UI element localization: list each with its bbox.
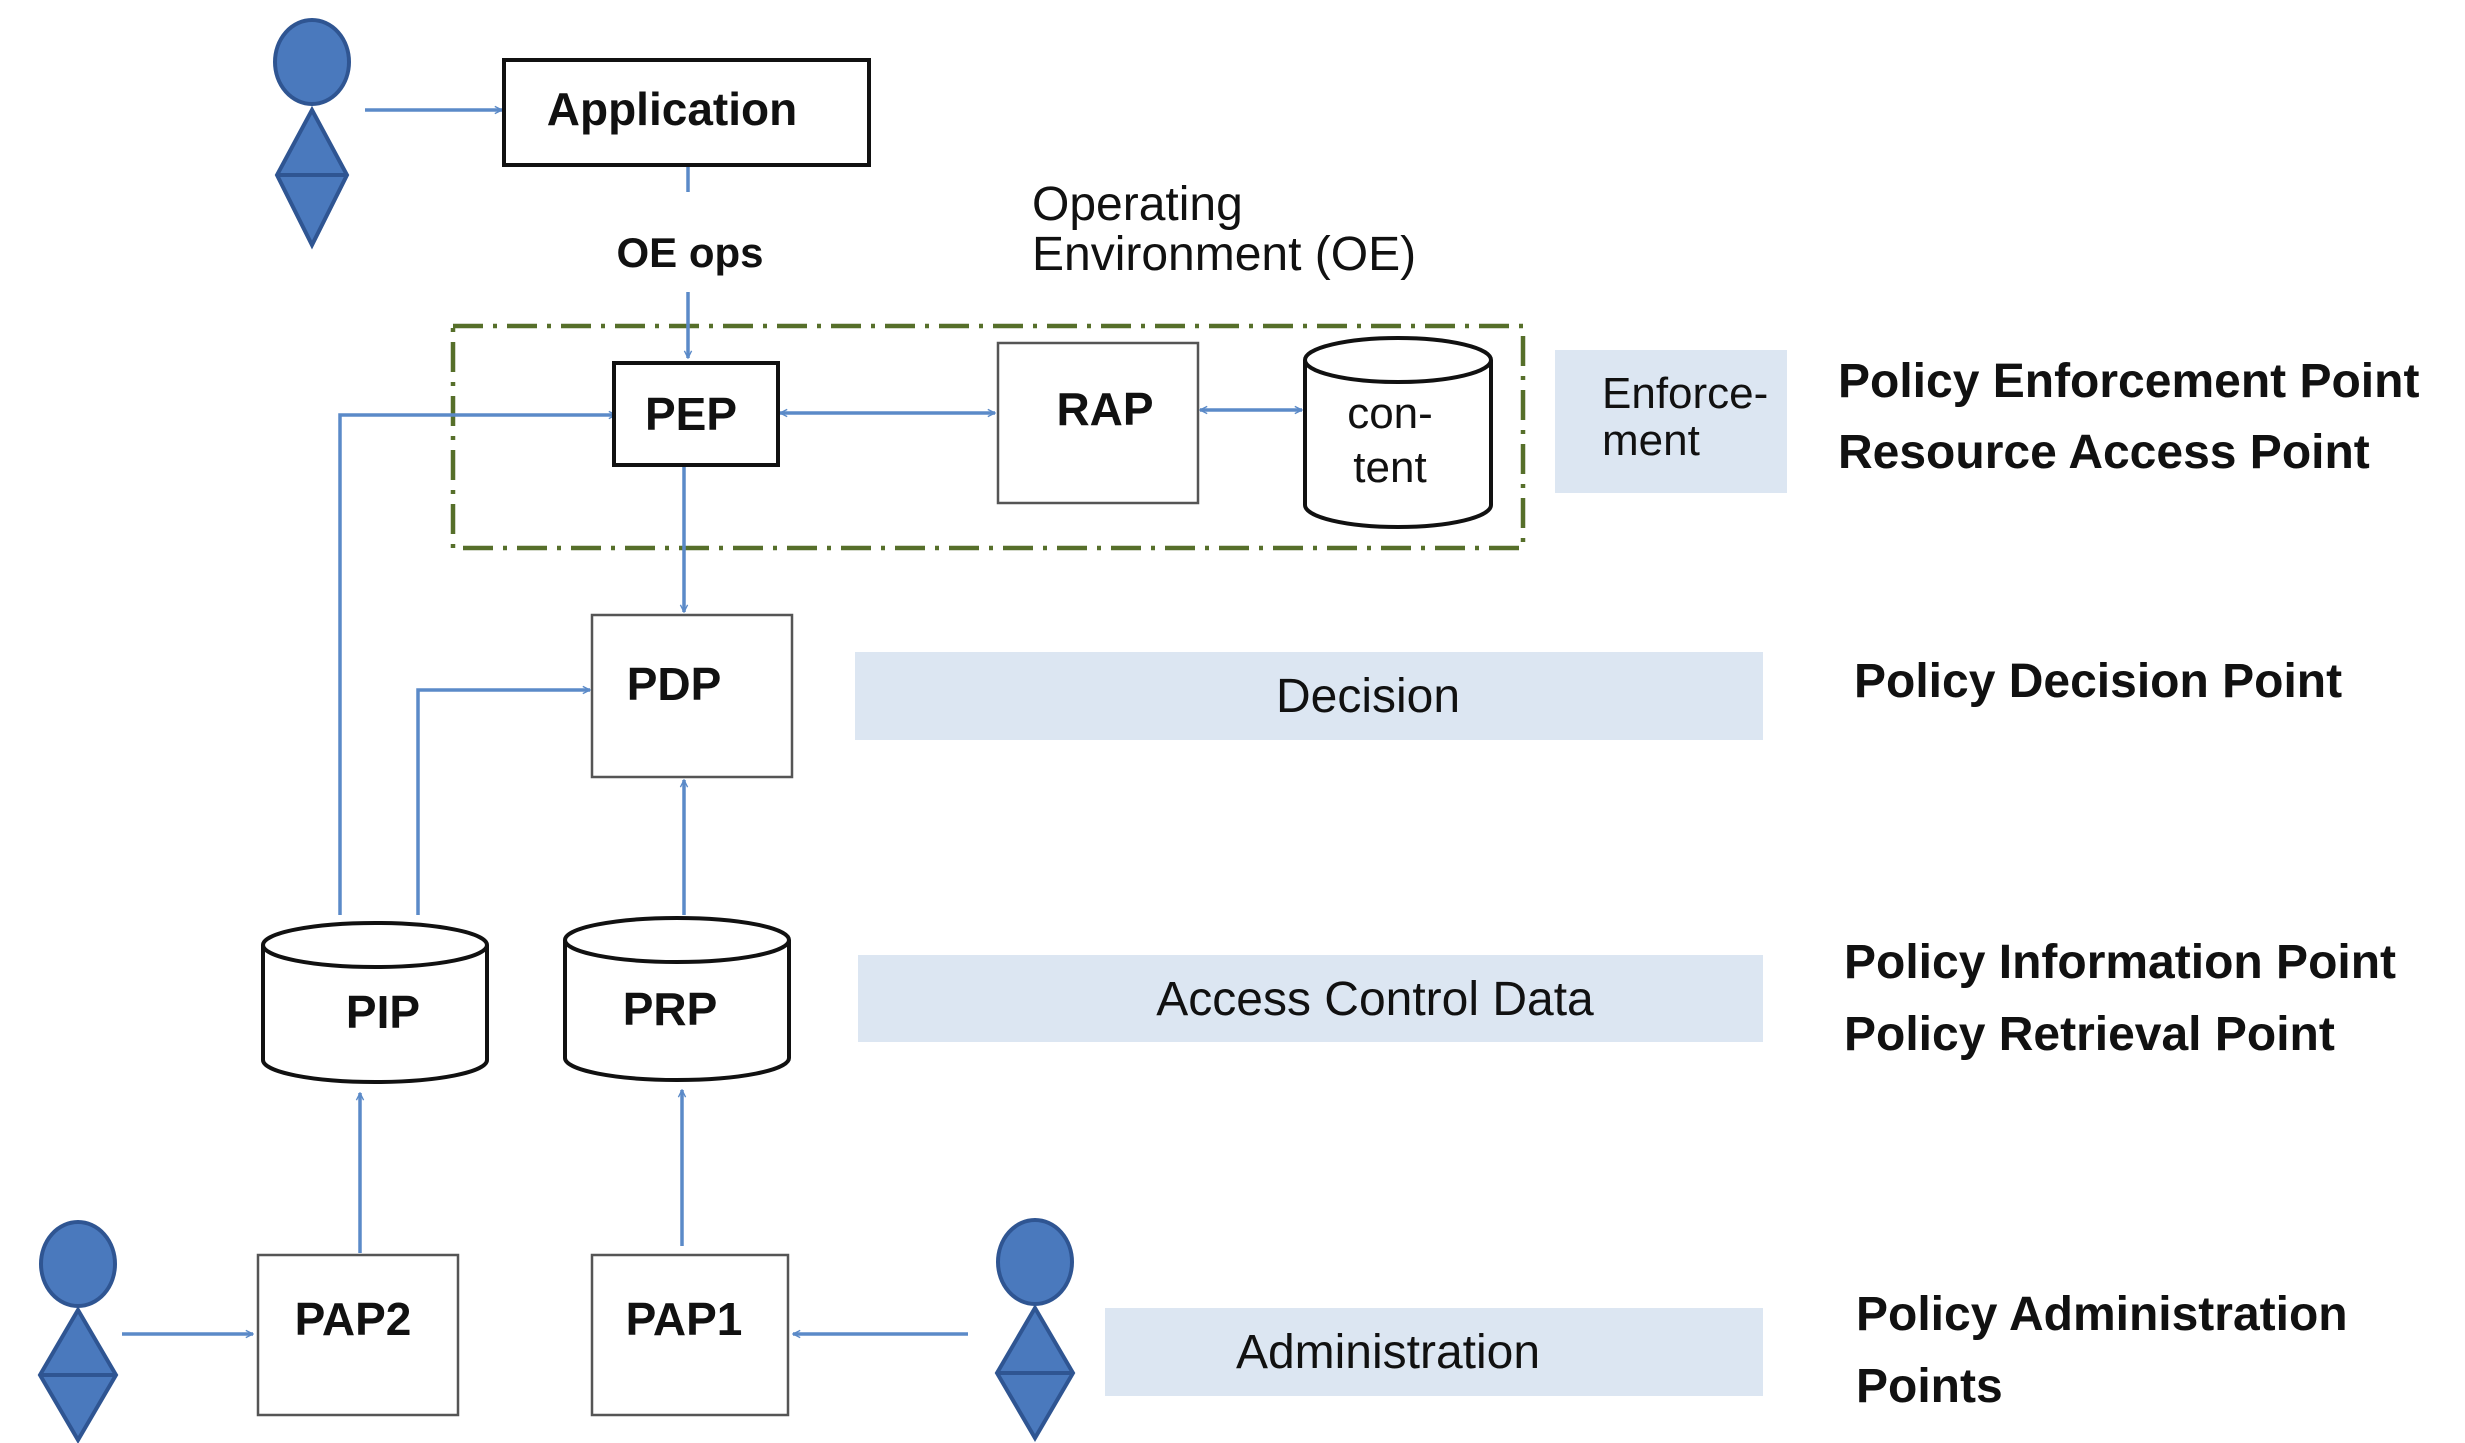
application-box <box>502 58 871 167</box>
access-control-data-band <box>858 955 1763 1042</box>
oe-title-line2: Environment (OE) <box>1032 228 1416 281</box>
rap-box <box>996 341 1200 505</box>
rap-label: RAP <box>1056 383 1153 435</box>
administration-label: Administration <box>1236 1326 1540 1379</box>
content-label-line1: con- <box>1347 389 1433 438</box>
legend-rap: Resource Access Point <box>1838 426 2370 479</box>
pip-to-pep-arrow <box>338 415 616 915</box>
operating-environment-boundary <box>450 323 1526 551</box>
oe-ops-label: OE ops <box>616 229 763 276</box>
person-icon <box>37 1220 119 1443</box>
content-label-line2: tent <box>1353 443 1426 492</box>
enforcement-band <box>1555 350 1787 493</box>
enforcement-label-line2: ment <box>1602 416 1700 465</box>
prp-label: PRP <box>623 983 718 1035</box>
enforcement-label-line1: Enforce- <box>1602 369 1768 418</box>
legend-pap-line1: Policy Administration <box>1856 1288 2348 1341</box>
person-icon <box>273 18 351 250</box>
pap1-box <box>590 1253 790 1417</box>
application-label: Application <box>547 83 797 135</box>
content-store <box>1303 336 1493 529</box>
pdp-box <box>590 613 794 779</box>
decision-label: Decision <box>1276 670 1460 723</box>
pap2-box <box>256 1253 460 1417</box>
prp-store <box>563 916 791 1082</box>
pdp-label: PDP <box>627 658 722 710</box>
legend-pip: Policy Information Point <box>1844 936 2396 989</box>
pap2-label: PAP2 <box>295 1293 412 1345</box>
oe-title-line1: Operating <box>1032 178 1243 231</box>
pip-label: PIP <box>346 986 420 1038</box>
pip-to-pdp-arrow <box>416 690 590 915</box>
legend-pap-line2: Points <box>1856 1360 2003 1413</box>
legend-pep: Policy Enforcement Point <box>1838 355 2419 408</box>
person-icon <box>994 1218 1076 1442</box>
pip-store <box>261 921 489 1084</box>
pep-label: PEP <box>645 388 737 440</box>
decision-band <box>855 652 1763 740</box>
legend-pdp: Policy Decision Point <box>1854 655 2342 708</box>
administration-band <box>1105 1308 1763 1396</box>
pap1-label: PAP1 <box>626 1293 743 1345</box>
access-control-data-label: Access Control Data <box>1156 973 1594 1026</box>
pep-box <box>612 361 780 467</box>
legend-prp: Policy Retrieval Point <box>1844 1008 2335 1061</box>
